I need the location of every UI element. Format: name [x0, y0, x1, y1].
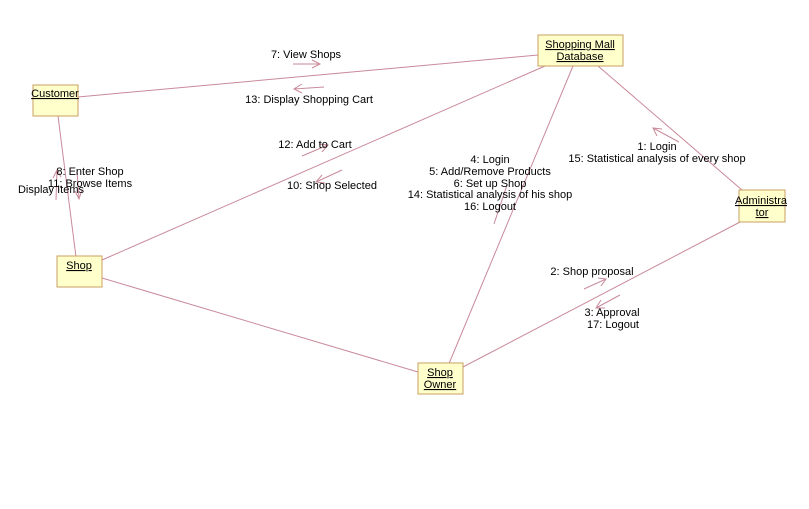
object-shop[interactable]: Shop [56, 255, 103, 288]
arrow-shop-selected [315, 169, 343, 184]
arrow-add-to-cart [301, 143, 329, 157]
msg-admin-logout: 17: Logout [587, 319, 639, 331]
link-customer-database [77, 54, 539, 98]
object-administrator[interactable]: Administra tor [735, 189, 788, 223]
msg-approval: 3: Approval [584, 307, 639, 319]
link-shop-database [101, 65, 546, 261]
owner-label-line2: Owner [424, 379, 457, 391]
link-database-admin [597, 65, 743, 191]
msg-add-to-cart: 12: Add to Cart [278, 139, 351, 151]
msg-admin-login: 1: Login [637, 141, 676, 153]
msg-owner-logout: 16: Logout [464, 201, 516, 213]
object-shopping-mall-database[interactable]: Shopping Mall Database [537, 34, 624, 67]
arrow-approval [595, 294, 621, 309]
customer-label: Customer [31, 88, 79, 100]
arrow-shop-proposal [583, 277, 607, 290]
link-owner-database [447, 65, 574, 367]
message-arrows [52, 59, 680, 309]
administrator-label-line1: Administra [735, 195, 788, 207]
msg-display-items: Display Items [18, 184, 85, 196]
msg-browse-items: 11: Browse Items [48, 178, 133, 190]
msg-owner-products: 5: Add/Remove Products [429, 166, 551, 178]
msg-view-shops: 7: View Shops [271, 49, 342, 61]
links [57, 54, 743, 373]
arrow-owner-messages [493, 184, 508, 225]
link-customer-shop [57, 115, 77, 258]
arrow-browse-items [74, 170, 83, 201]
msg-owner-setup: 6: Set up Shop [454, 178, 527, 190]
shop-label: Shop [66, 260, 92, 272]
msg-shop-proposal: 2: Shop proposal [550, 266, 633, 278]
arrow-display-cart [292, 83, 325, 94]
msg-owner-login: 4: Login [470, 154, 509, 166]
database-label-line1: Shopping Mall [545, 39, 615, 51]
object-customer[interactable]: Customer [31, 84, 79, 117]
link-shop-owner [101, 277, 419, 373]
msg-enter-shop: 8: Enter Shop [56, 166, 123, 178]
link-owner-admin [462, 221, 741, 368]
arrow-admin-login [652, 127, 680, 143]
arrow-enter-shop [52, 168, 62, 201]
msg-owner-analysis: 14: Statistical analysis of his shop [408, 189, 572, 201]
object-shop-owner[interactable]: Shop Owner [417, 362, 464, 395]
owner-label-line1: Shop [427, 367, 453, 379]
arrow-view-shops [293, 59, 322, 69]
msg-admin-analysis: 15: Statistical analysis of every shop [568, 153, 745, 165]
msg-display-cart: 13: Display Shopping Cart [245, 94, 373, 106]
database-label-line2: Database [556, 51, 603, 63]
administrator-label-line2: tor [756, 207, 769, 219]
msg-shop-selected: 10: Shop Selected [287, 180, 377, 192]
